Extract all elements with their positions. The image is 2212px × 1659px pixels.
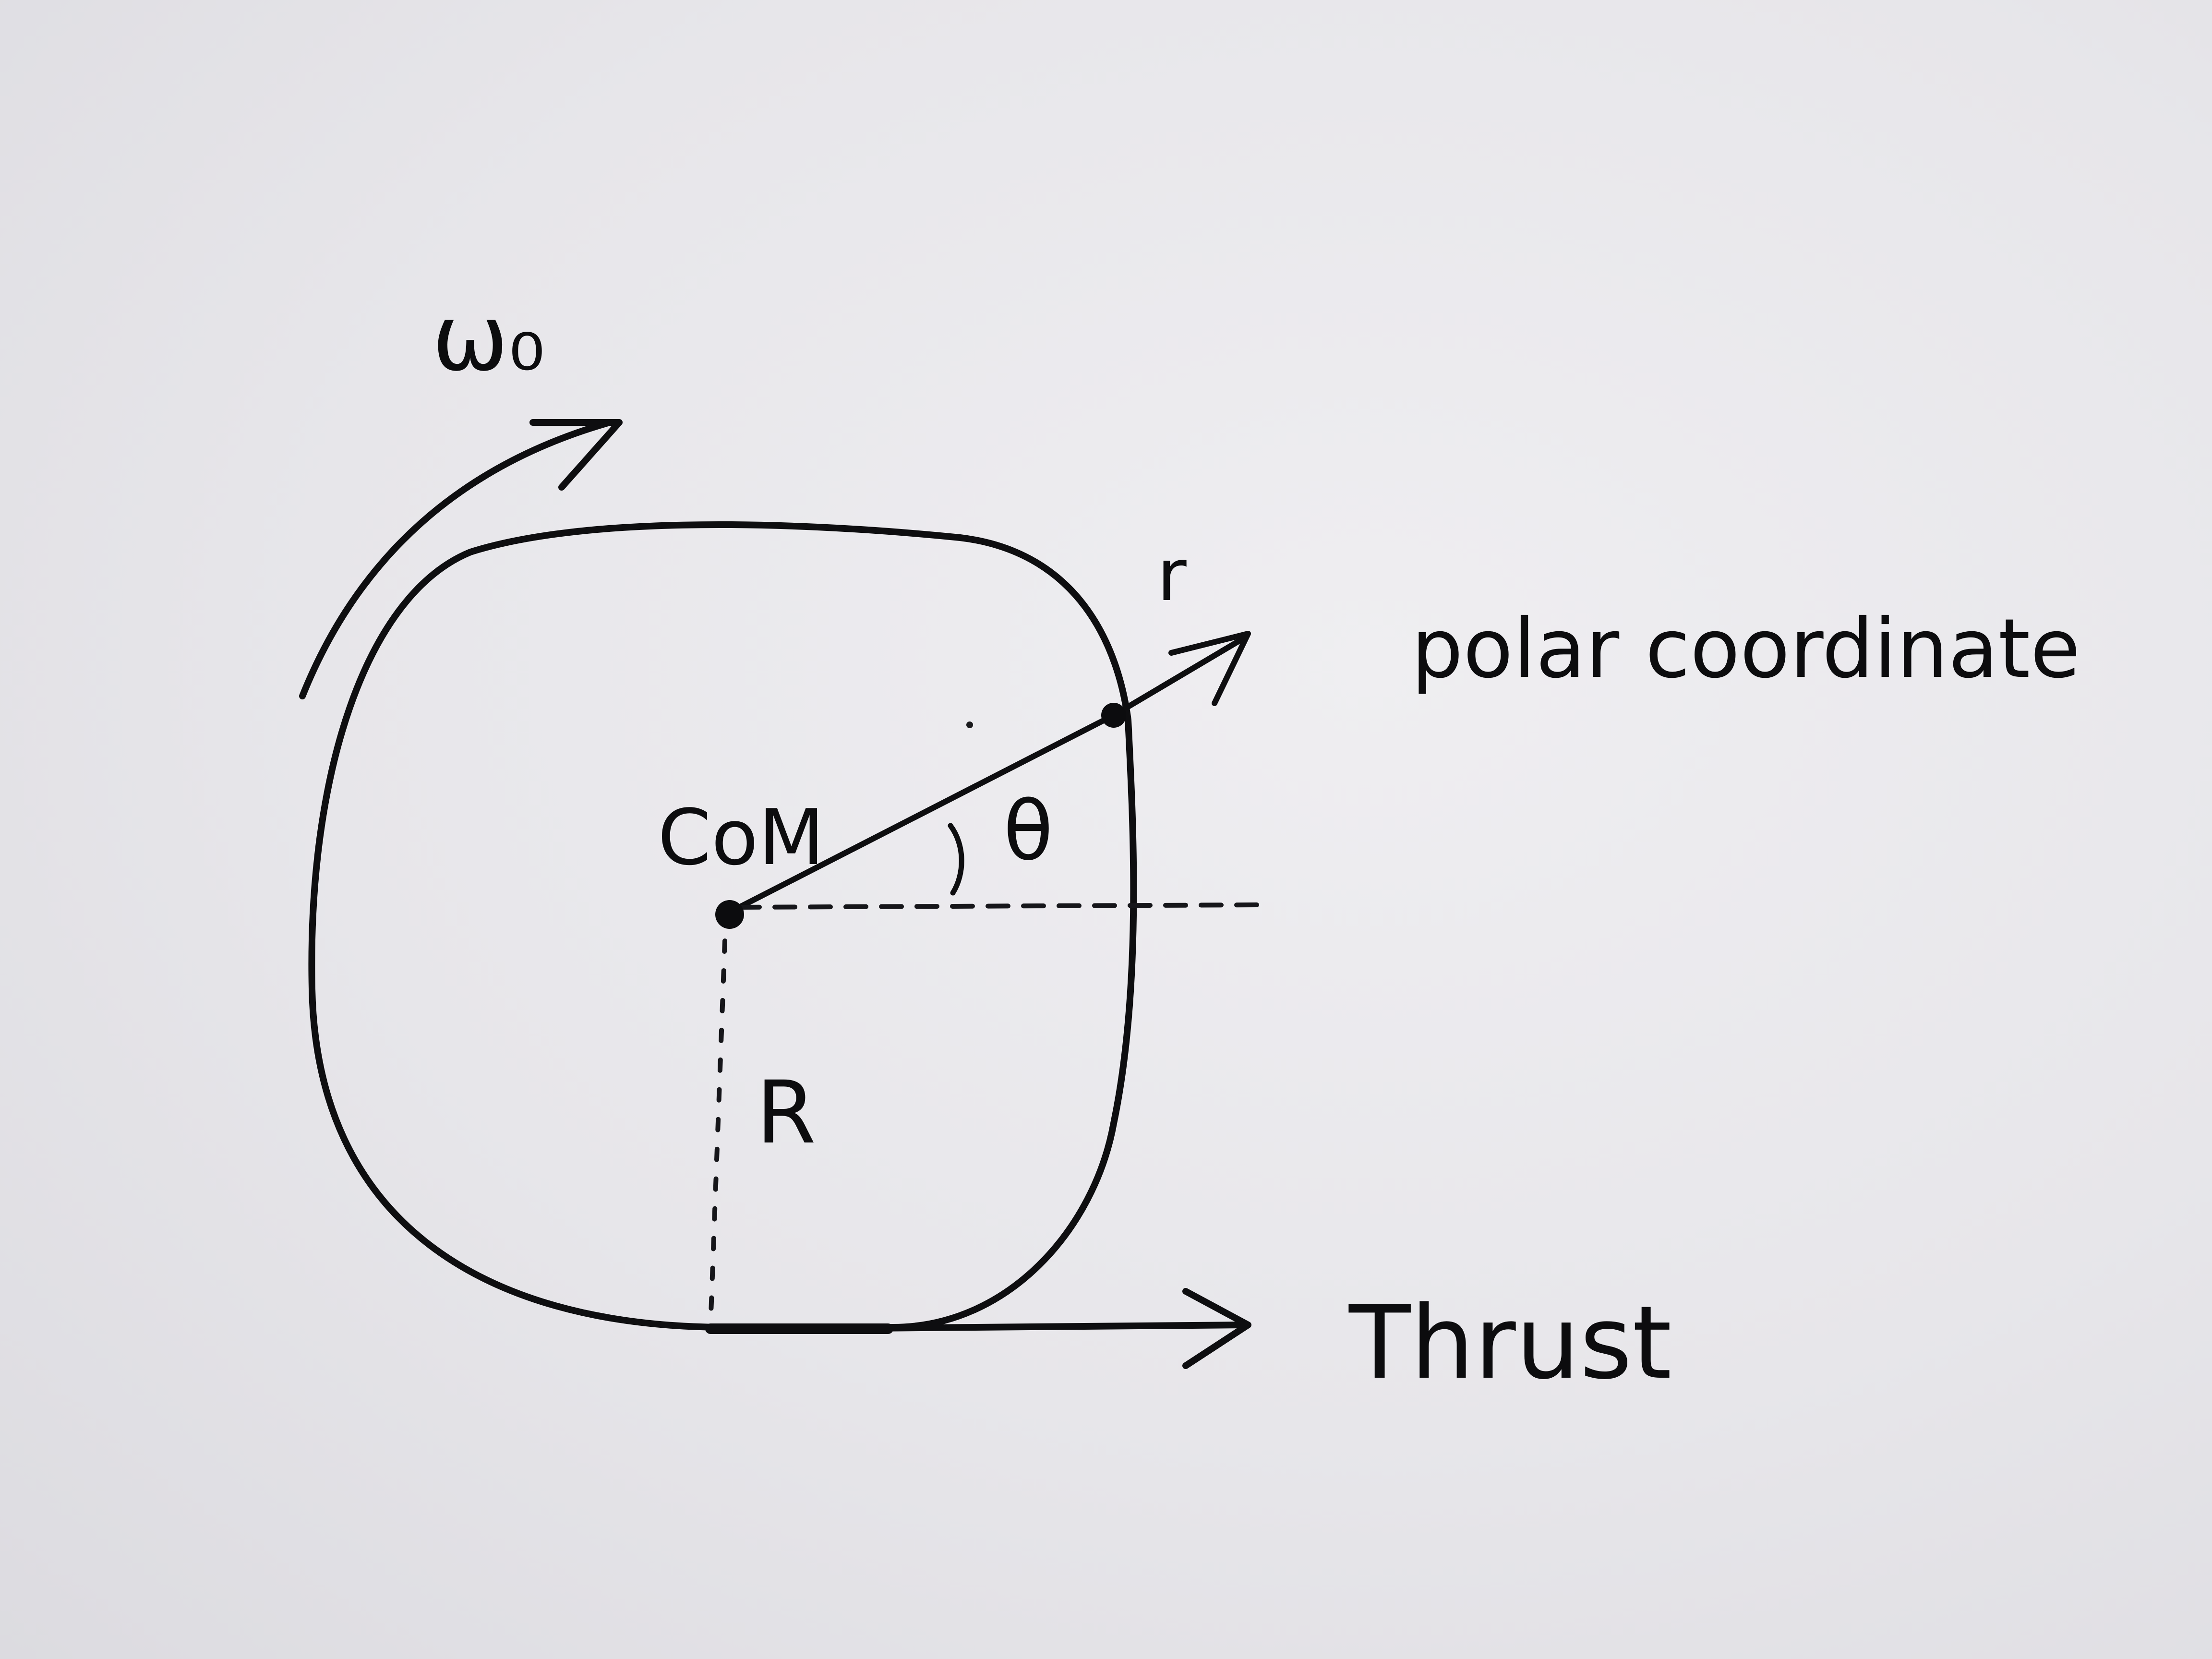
rotation-arrowhead (529, 419, 623, 491)
thrust-arrowhead (1182, 1288, 1251, 1369)
theta-label: θ (1003, 784, 1053, 879)
thrust-label: Thrust (1348, 1284, 1672, 1402)
omega-label: ω₀ (432, 285, 545, 391)
body-outline (308, 521, 1137, 1332)
theta-arc (948, 823, 964, 896)
radius-label: R (756, 1063, 816, 1163)
r-label: r (1157, 534, 1187, 617)
center-of-mass-point (715, 900, 744, 929)
stray-dot (966, 721, 973, 728)
radius-line (708, 938, 727, 1330)
polar-coordinate-label: polar coordinate (1411, 601, 2080, 697)
rotation-arrow (299, 419, 613, 699)
horizontal-reference-line (737, 902, 1260, 910)
com-label: CoM (658, 793, 825, 882)
radial-vector-arrowhead (1168, 631, 1251, 706)
boundary-point (1101, 703, 1126, 728)
